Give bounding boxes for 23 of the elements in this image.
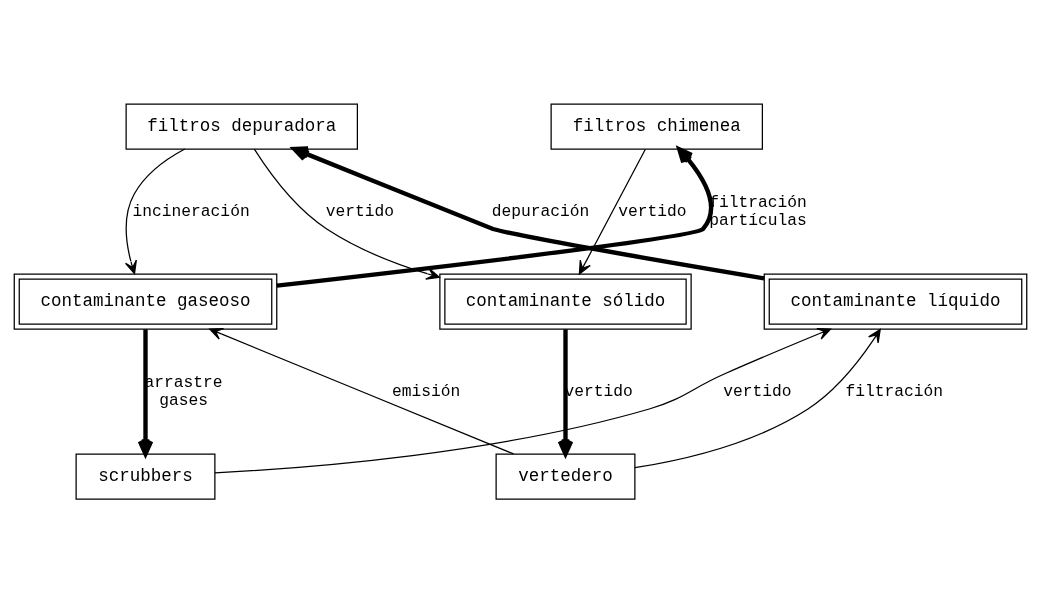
arrow <box>634 328 881 469</box>
arrow <box>276 147 714 288</box>
arrow <box>253 148 440 280</box>
node-box: contaminante líquido <box>763 273 1028 330</box>
node-box: contaminante sólido <box>439 273 692 330</box>
arrow <box>292 146 765 281</box>
node-box: filtros depuradora <box>125 103 358 150</box>
edge-label: filtración partículas <box>709 193 807 230</box>
edge-label: vertido <box>325 201 395 221</box>
node-box: scrubbers <box>75 453 216 500</box>
edge-label: depuración <box>491 201 590 221</box>
node-box: vertedero <box>495 453 636 500</box>
arrow <box>124 148 186 275</box>
edge-label: vertido <box>618 201 687 221</box>
edge-label: vertido <box>723 381 792 401</box>
edge-label: filtración <box>845 381 944 401</box>
arrow <box>214 327 832 474</box>
arrow <box>209 328 515 455</box>
node-box: filtros chimenea <box>550 103 763 150</box>
node-box: contaminante gaseoso <box>13 273 278 330</box>
edge-label: incineración <box>132 201 250 221</box>
edge-label: emisión <box>391 381 461 401</box>
arrow <box>578 148 646 275</box>
